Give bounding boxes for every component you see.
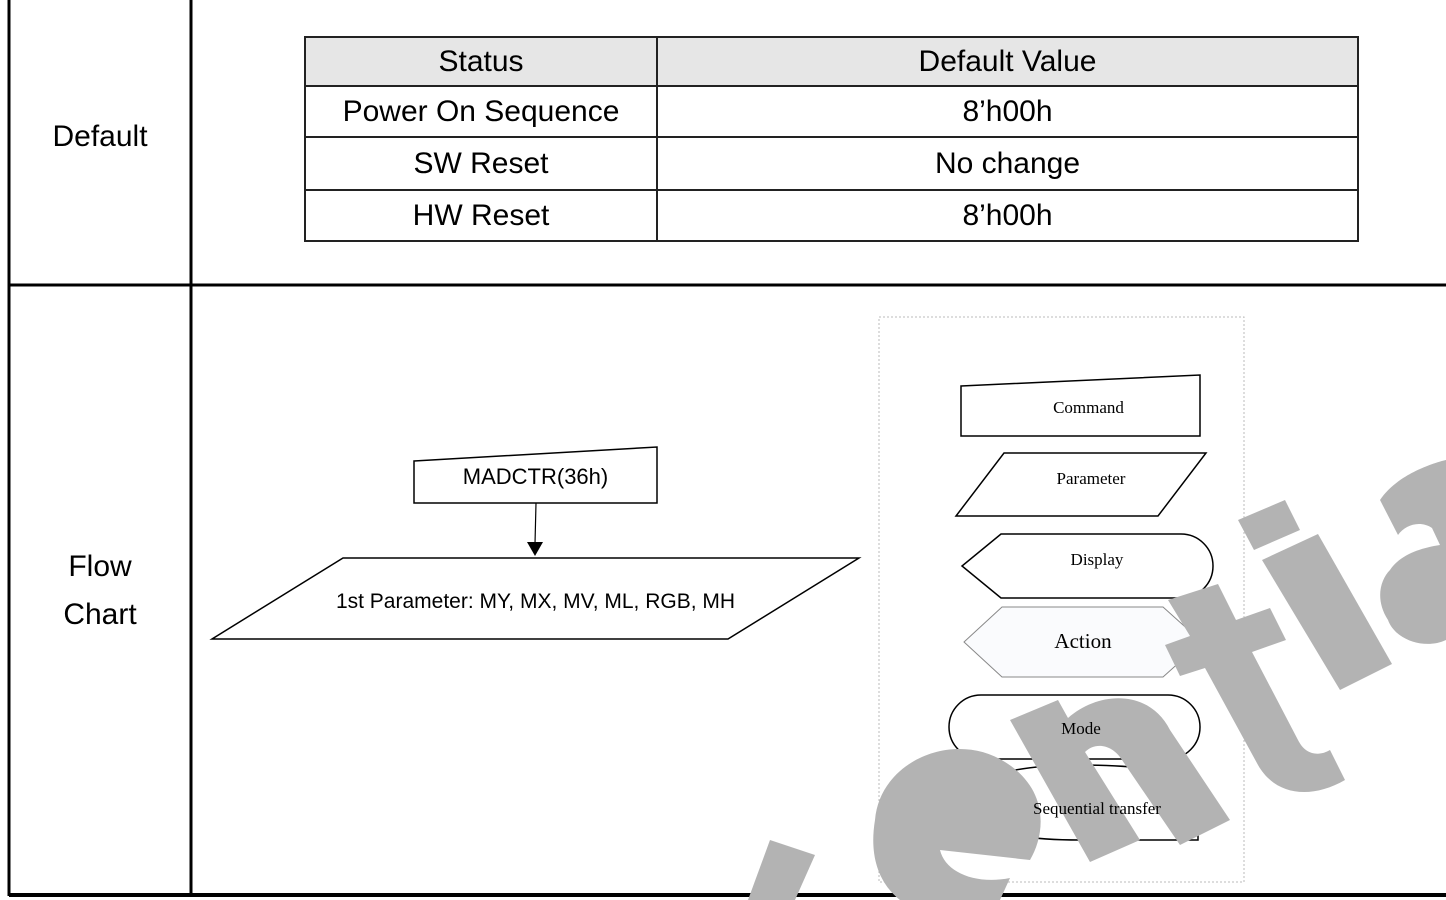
legend-action-label: Action xyxy=(1054,629,1112,653)
header-status: Status xyxy=(304,36,658,87)
flow-parameter-shape xyxy=(209,557,862,640)
flow-arrow-line xyxy=(534,502,537,545)
cell-status: HW Reset xyxy=(304,189,658,242)
table-row: Power On Sequence 8’h00h xyxy=(304,85,1359,138)
flow-parameter-label: 1st Parameter: MY, MX, MV, ML, RGB, MH xyxy=(335,590,736,613)
row-label-flow-chart: Flow Chart xyxy=(10,543,190,639)
header-default-value: Default Value xyxy=(656,36,1359,87)
legend-command-shape xyxy=(960,374,1201,437)
cell-status: SW Reset xyxy=(304,136,658,191)
flow-command-shape xyxy=(413,446,658,504)
row-label-flow: Flow xyxy=(68,550,132,583)
confidential-watermark xyxy=(748,460,1446,900)
row-label-chart: Chart xyxy=(63,598,137,631)
table-row: HW Reset 8’h00h xyxy=(304,189,1359,242)
cell-status: Power On Sequence xyxy=(304,85,658,138)
flow-arrowhead xyxy=(527,542,543,556)
cell-value: 8’h00h xyxy=(656,189,1359,242)
legend-command-label: Command xyxy=(1053,398,1124,417)
legend-parameter-label: Parameter xyxy=(1056,469,1126,488)
legend-frame xyxy=(878,316,1245,883)
legend-display-label: Display xyxy=(1070,550,1124,569)
legend-mode-label: Mode xyxy=(1061,719,1101,738)
default-values-table: Status Default Value Power On Sequence 8… xyxy=(304,36,1359,242)
table-header-row: Status Default Value xyxy=(304,36,1359,87)
table-row: SW Reset No change xyxy=(304,136,1359,191)
legend-sequential-label: Sequential transfer xyxy=(1033,799,1161,818)
row-label-default: Default xyxy=(52,120,148,153)
cell-value: 8’h00h xyxy=(656,85,1359,138)
legend-parameter-shape xyxy=(954,452,1208,517)
cell-value: No change xyxy=(656,136,1359,191)
legend-action-shape xyxy=(963,606,1203,678)
flow-command-label: MADCTR(36h) xyxy=(462,464,609,489)
